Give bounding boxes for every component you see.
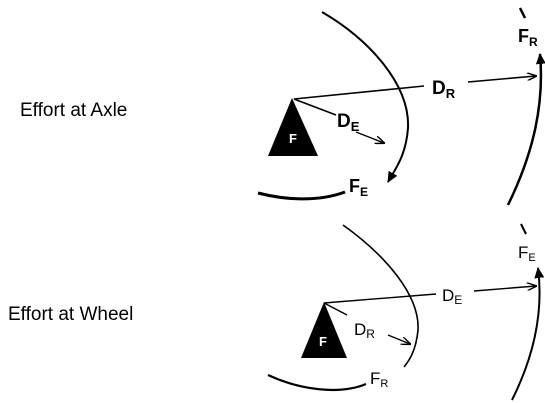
wheel-arc-upper [518, 7, 527, 19]
short-distance-arrow [355, 131, 384, 143]
outer-force-label: FE [518, 243, 536, 264]
inner-force-label: FE [349, 176, 368, 199]
outer-force-label: FR [518, 26, 538, 49]
short-distance-label: DE [337, 111, 360, 134]
long-distance-label: DR [432, 78, 456, 101]
long-distance-line [323, 293, 437, 304]
short-distance-label: DR [354, 320, 375, 341]
axle-lower-arc [267, 374, 367, 392]
panel-effort-at-wheel: F DE DR FE FR [267, 223, 545, 401]
fulcrum-triangle [268, 98, 318, 156]
panel-label-effort-at-wheel: Effort at Wheel [8, 304, 134, 325]
long-distance-line [293, 85, 425, 100]
axle-lower-arc [257, 190, 346, 201]
wheel-arc-upper [520, 223, 527, 235]
panel-effort-at-axle: F DR DE FR FE [257, 7, 545, 206]
inner-force-label: FR [370, 369, 388, 390]
short-distance-line [323, 302, 348, 316]
long-distance-label: DE [442, 286, 462, 307]
axle-arc [342, 224, 419, 368]
long-distance-line-right [467, 76, 536, 83]
wheel-arc [506, 53, 545, 206]
panel-label-effort-at-axle: Effort at Axle [20, 100, 128, 121]
wheel-arc [511, 267, 545, 401]
short-distance-line [293, 98, 337, 116]
axle-arc [321, 11, 410, 183]
long-distance-line-right [473, 286, 536, 292]
fulcrum-label: F [319, 334, 327, 349]
short-distance-arrow [387, 334, 410, 344]
fulcrum-triangle [301, 302, 347, 358]
fulcrum-label: F [289, 131, 297, 146]
